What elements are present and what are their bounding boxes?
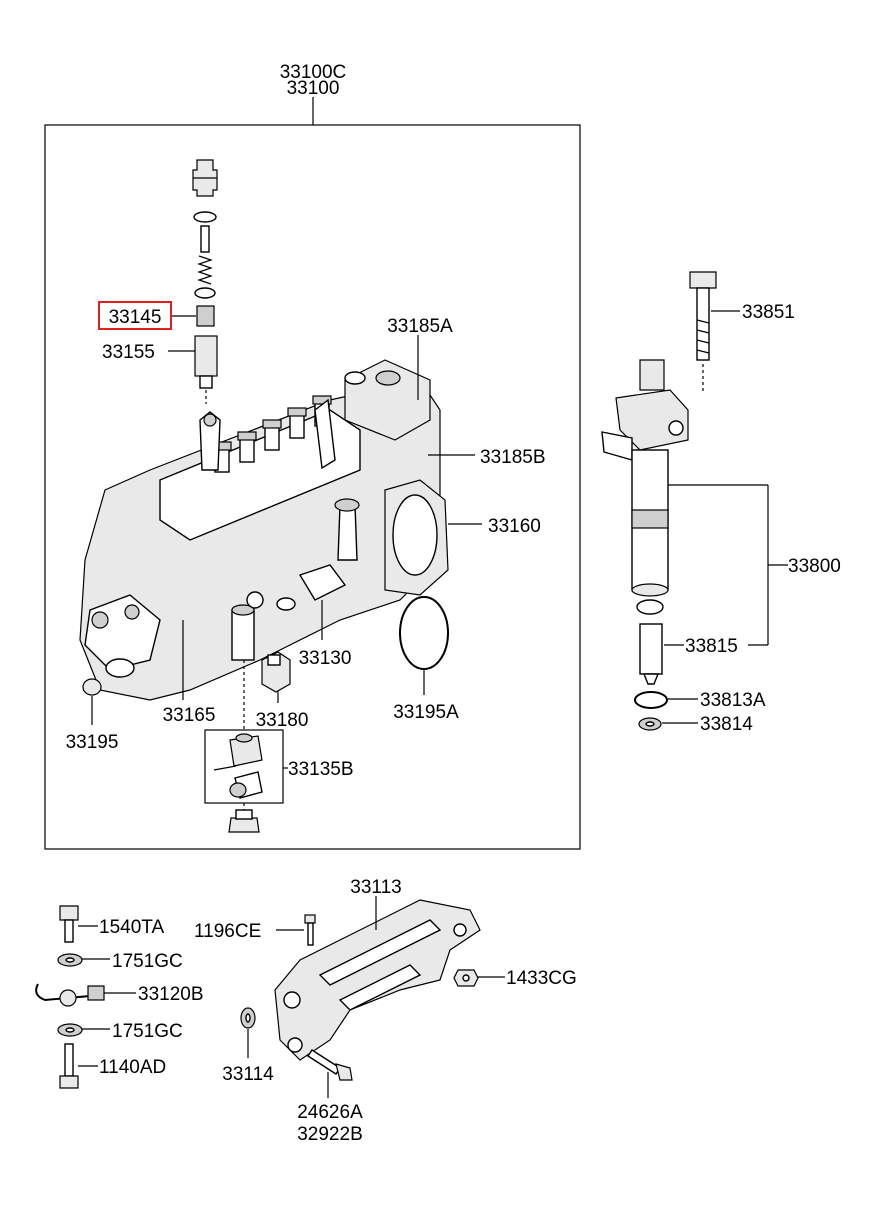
parts-33135B[interactable] xyxy=(213,733,263,799)
label-33120B[interactable]: 33120B xyxy=(138,984,204,1005)
o-ring-33813A[interactable] xyxy=(634,691,668,709)
label-33814[interactable]: 33814 xyxy=(700,714,753,735)
label-33155[interactable]: 33155 xyxy=(102,342,155,363)
label-33813A[interactable]: 33813A xyxy=(700,690,766,711)
o-ring-33195A[interactable] xyxy=(399,596,449,670)
bolt-1540TA[interactable] xyxy=(59,905,79,943)
label-32922B[interactable]: 32922B xyxy=(297,1124,363,1145)
label-33815[interactable]: 33815 xyxy=(685,636,738,657)
highlight-box xyxy=(98,301,172,330)
label-1140AD[interactable]: 1140AD xyxy=(99,1057,166,1078)
assembly-code-top[interactable]: 33100C xyxy=(280,62,347,83)
banjo-33120B[interactable] xyxy=(35,983,105,1007)
assembly-code-bottom[interactable]: 33100 xyxy=(287,78,340,99)
delivery-valve-stack xyxy=(192,159,218,404)
label-33114[interactable]: 33114 xyxy=(222,1064,274,1085)
injection-pump-body xyxy=(79,359,449,701)
label-33165[interactable]: 33165 xyxy=(163,705,216,726)
injector-33800[interactable] xyxy=(601,359,689,597)
bolt-33851[interactable] xyxy=(689,271,717,392)
label-24626A[interactable]: 24626A xyxy=(297,1102,363,1123)
plug-33135B[interactable] xyxy=(228,803,260,833)
bolt-1196CE[interactable] xyxy=(304,914,316,946)
label-33180[interactable]: 33180 xyxy=(256,710,309,731)
bolt-24626A[interactable] xyxy=(307,1049,353,1081)
label-33195[interactable]: 33195 xyxy=(66,732,119,753)
washer-33815-top[interactable] xyxy=(636,599,664,615)
label-1751GC-b[interactable]: 1751GC xyxy=(112,1021,183,1042)
label-33113[interactable]: 33113 xyxy=(350,877,401,898)
cap-33195[interactable] xyxy=(82,678,102,696)
label-33185B[interactable]: 33185B xyxy=(480,447,546,468)
label-1433CG[interactable]: 1433CG xyxy=(506,968,577,989)
label-33851[interactable]: 33851 xyxy=(742,302,795,323)
nozzle-33815[interactable] xyxy=(639,623,663,685)
label-33195A[interactable]: 33195A xyxy=(393,702,459,723)
valve-holder-33145-part[interactable] xyxy=(196,305,215,327)
label-33800[interactable]: 33800 xyxy=(788,556,841,577)
label-1540TA[interactable]: 1540TA xyxy=(99,917,164,938)
nut-1433CG[interactable] xyxy=(453,969,479,987)
bolt-1140AD[interactable] xyxy=(59,1043,79,1089)
label-33185A[interactable]: 33185A xyxy=(387,316,453,337)
bracket-33113[interactable] xyxy=(274,899,481,1061)
label-1751GC-a[interactable]: 1751GC xyxy=(112,951,183,972)
label-33145[interactable]: 33145 xyxy=(109,307,162,328)
label-1196CE[interactable]: 1196CE xyxy=(194,921,261,942)
label-33160[interactable]: 33160 xyxy=(488,516,541,537)
label-33130[interactable]: 33130 xyxy=(299,648,352,669)
label-33135B[interactable]: 33135B xyxy=(288,759,354,780)
